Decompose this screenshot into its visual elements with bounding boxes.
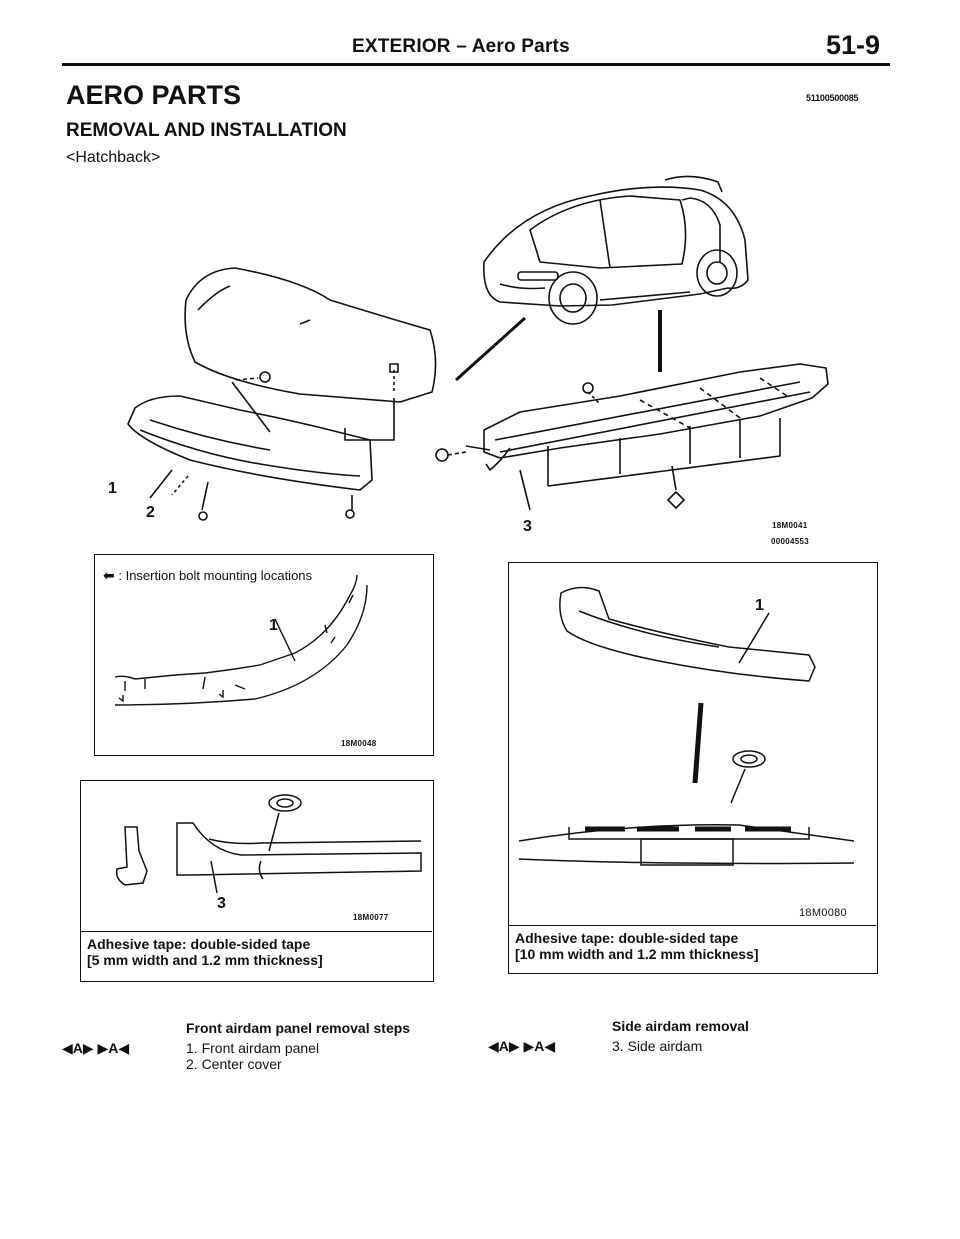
figure-code-main: 18M0041 xyxy=(772,521,808,530)
side-steps-list: 3. Side airdam xyxy=(612,1038,702,1054)
figure-code-bolt: 18M0048 xyxy=(341,739,377,748)
variant-label: <Hatchback> xyxy=(66,149,161,166)
side-steps-title: Side airdam removal xyxy=(612,1018,749,1034)
header-rule xyxy=(62,63,890,66)
side-step-item: 3. Side airdam xyxy=(612,1038,703,1054)
tape-side-caption-line2: [10 mm width and 1.2 mm thickness] xyxy=(515,946,759,962)
figure-code-tape-side: 18M0080 xyxy=(799,907,847,919)
header-title: EXTERIOR – Aero Parts xyxy=(352,36,570,57)
tape-front-caption-box: Adhesive tape: double-sided tape [5 mm w… xyxy=(81,931,432,980)
front-steps-ref-icons: ◀A▶ ▶A◀ xyxy=(62,1040,130,1056)
bolt-legend-text: : Insertion bolt mounting locations xyxy=(118,568,313,583)
side-steps-ref-icons: ◀A▶ ▶A◀ xyxy=(488,1038,556,1054)
bolt-legend: ⬅ : Insertion bolt mounting locations xyxy=(103,567,312,584)
tape-side-caption-line1: Adhesive tape: double-sided tape xyxy=(515,930,739,946)
callout-2: 2 xyxy=(146,504,155,521)
callout-3: 3 xyxy=(523,518,532,535)
tape-front-callout-3: 3 xyxy=(217,895,226,912)
tape-front-caption-line2: [5 mm width and 1.2 mm thickness] xyxy=(87,952,323,968)
detail-tape-side: 1 18M0080 Adhesive tape: double-sided ta… xyxy=(508,562,878,974)
section-code: 51100500085 xyxy=(806,93,859,103)
detail-bolt-locations: ⬅ : Insertion bolt mounting locations 1 … xyxy=(94,554,434,756)
tape-side-drawing xyxy=(518,586,855,866)
callout-1: 1 xyxy=(108,480,117,497)
front-steps-title: Front airdam panel removal steps xyxy=(186,1020,411,1036)
bolt-drawing xyxy=(114,574,368,706)
detail-tape-front: 3 18M0077 Adhesive tape: double-sided ta… xyxy=(80,780,434,982)
section-title: AERO PARTS xyxy=(66,80,242,110)
figure-code-tape-front: 18M0077 xyxy=(353,913,389,922)
subsection-title: REMOVAL AND INSTALLATION xyxy=(66,120,347,141)
tape-front-caption-line1: Adhesive tape: double-sided tape xyxy=(87,936,311,952)
bolt-callout-1: 1 xyxy=(269,617,278,634)
tape-side-callout-1: 1 xyxy=(755,597,764,614)
tape-front-drawing xyxy=(115,794,422,894)
tape-side-caption-box: Adhesive tape: double-sided tape [10 mm … xyxy=(509,925,876,972)
doc-code-main: 00004553 xyxy=(771,537,809,546)
front-step-item: 1. Front airdam panel xyxy=(186,1040,320,1056)
front-step-item: 2. Center cover xyxy=(186,1056,282,1072)
page-number: 51-9 xyxy=(826,30,881,60)
main-illustration: 1 2 3 18M0041 00004553 xyxy=(0,0,960,560)
insertion-arrow-icon: ⬅ xyxy=(103,567,115,583)
front-steps-list: 1. Front airdam panel 2. Center cover xyxy=(186,1040,319,1072)
main-illustration-drawing xyxy=(127,175,829,521)
